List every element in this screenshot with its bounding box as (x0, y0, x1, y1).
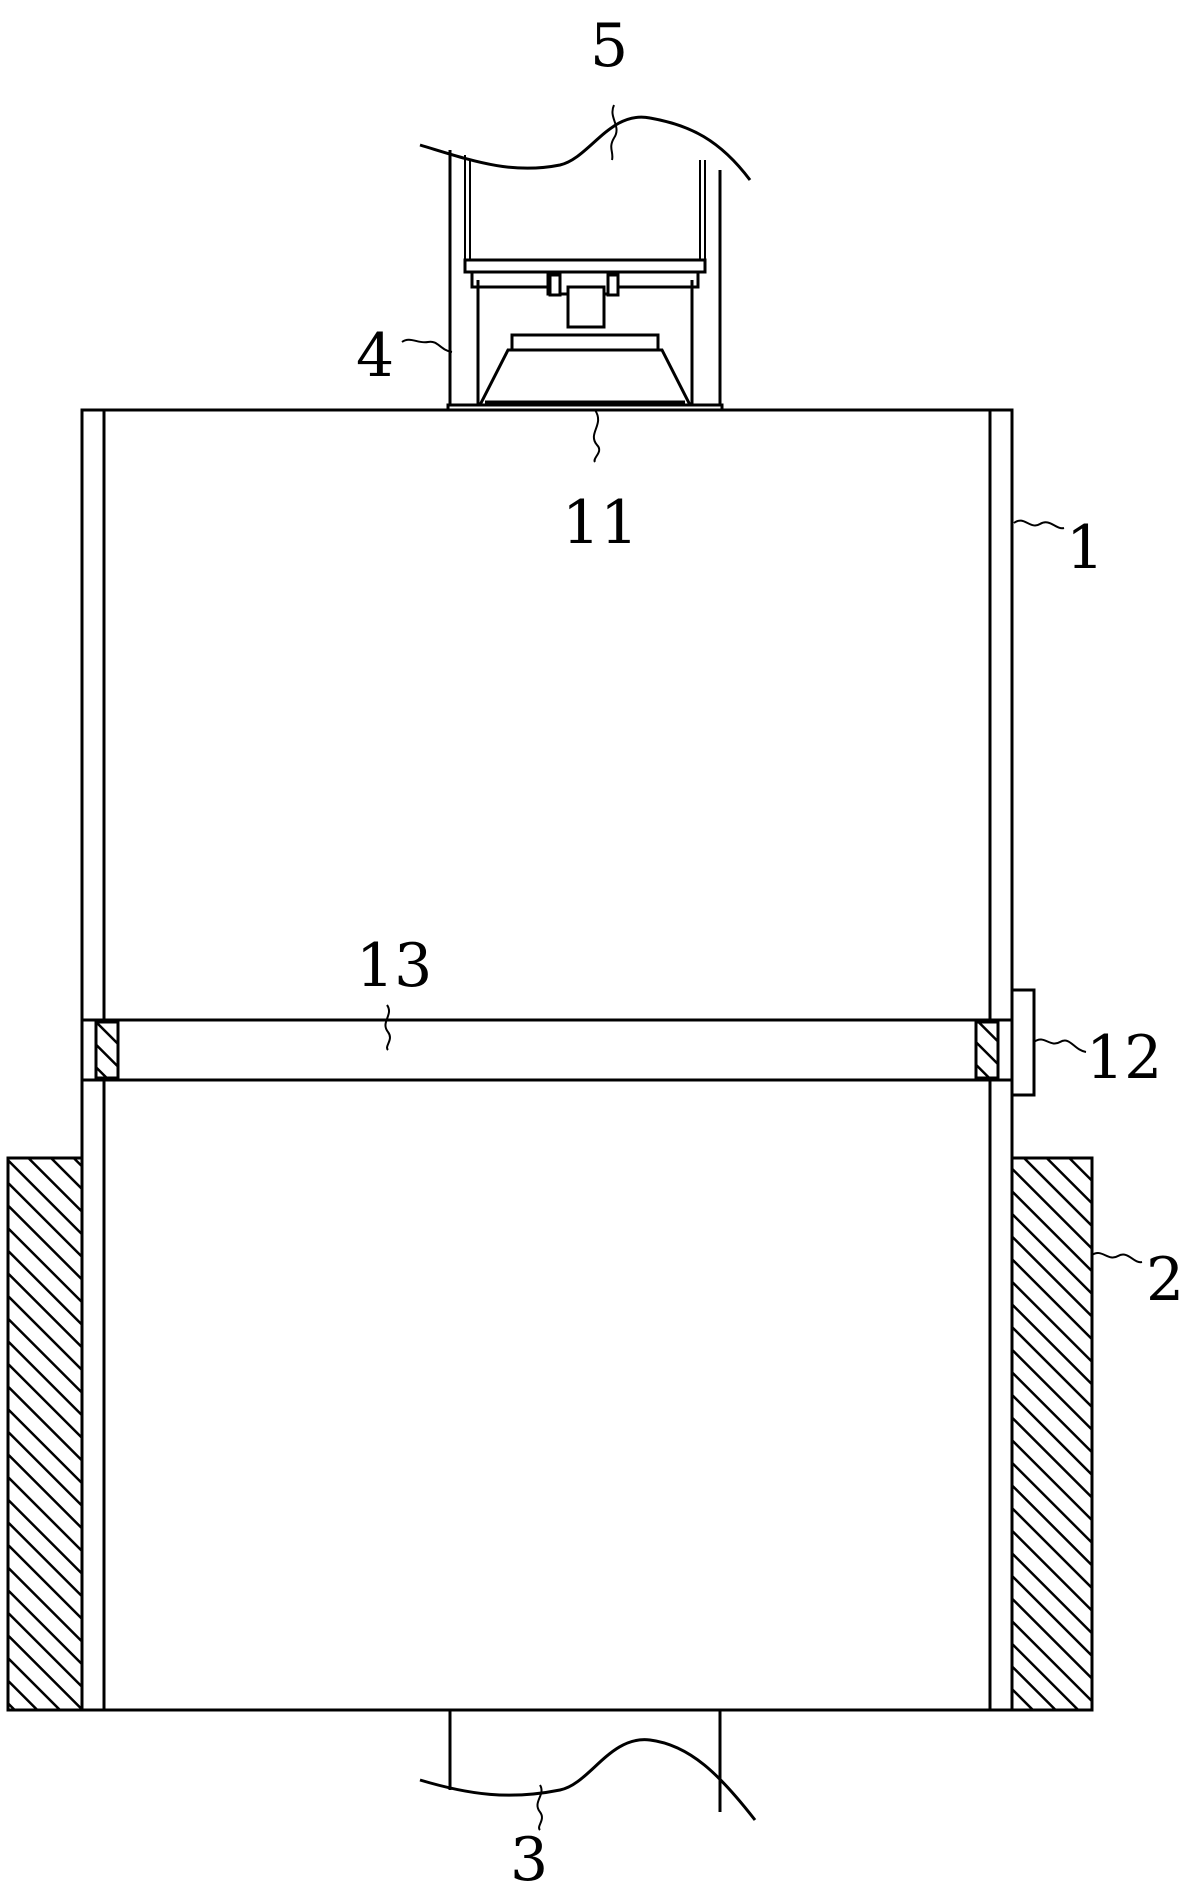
divider-band (80, 1018, 1014, 1082)
leader-3 (536, 1784, 543, 1831)
upper-pipe (419, 115, 752, 410)
label-5: 5 (590, 11, 628, 81)
label-2: 2 (1146, 1245, 1184, 1315)
leader-11 (592, 409, 601, 463)
right-hatched-block (1010, 1156, 1094, 1712)
leader-13 (384, 1004, 391, 1051)
label-1: 1 (1066, 513, 1104, 583)
reference-labels: 5 4 11 1 13 12 2 3 (356, 11, 1184, 1889)
cone-seal (477, 333, 693, 407)
label-3: 3 (510, 1825, 548, 1889)
label-13: 13 (356, 931, 432, 1001)
leader-lines (384, 104, 1143, 1831)
label-12: 12 (1086, 1023, 1162, 1093)
label-11: 11 (562, 488, 638, 558)
label-4: 4 (356, 321, 394, 391)
leader-1 (1013, 519, 1065, 530)
leader-4 (401, 338, 453, 353)
leader-5 (610, 104, 618, 161)
leader-2 (1091, 1252, 1143, 1264)
leader-12 (1033, 1038, 1087, 1053)
lower-pipe (419, 1710, 757, 1821)
side-plate (1010, 988, 1036, 1097)
left-hatched-block (6, 1156, 84, 1712)
